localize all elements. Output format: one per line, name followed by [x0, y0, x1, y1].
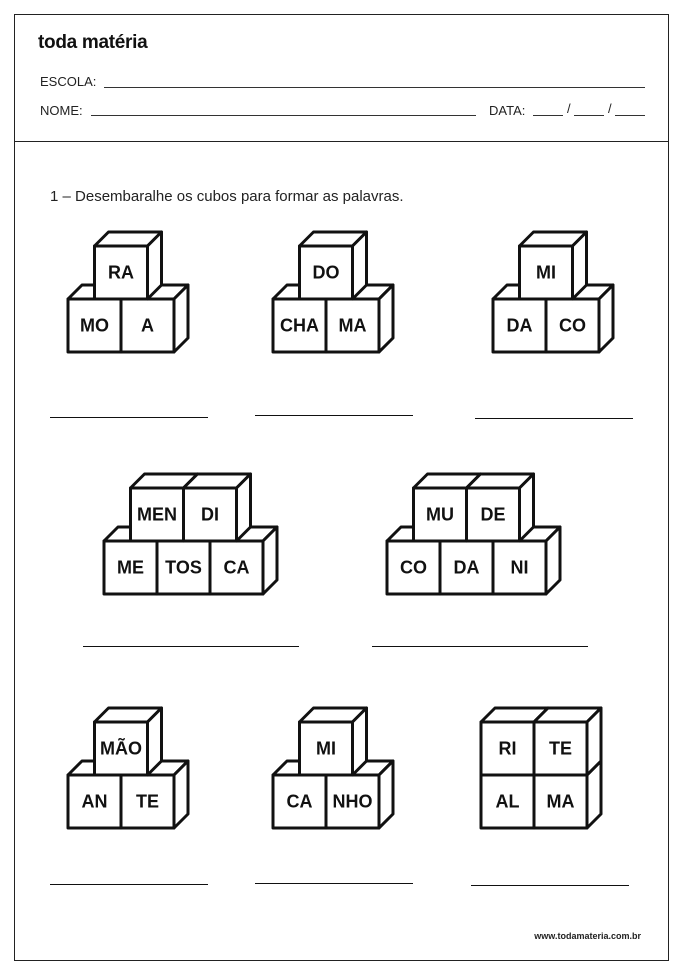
cube-syllable: MA — [547, 792, 575, 812]
answer-line-2[interactable] — [255, 415, 413, 416]
answer-line-8[interactable] — [471, 885, 629, 886]
answer-line-5[interactable] — [372, 646, 588, 647]
cube-group-4: ME TOS CA MEN DI — [102, 472, 279, 596]
cube-syllable: ME — [117, 558, 144, 578]
date-year-field[interactable] — [615, 115, 645, 116]
cube-syllable: DA — [454, 558, 480, 578]
cube: DO — [298, 230, 368, 301]
cube: MÃO — [93, 706, 163, 777]
instruction-text: 1 – Desembaralhe os cubos para formar as… — [50, 188, 404, 205]
cube-syllable: NI — [511, 558, 529, 578]
date-separator: / — [608, 101, 612, 116]
cube-group-5: CO DA NI MU DE — [385, 472, 562, 596]
cube-syllable: MA — [339, 316, 367, 336]
date-month-field[interactable] — [574, 115, 604, 116]
cube-syllable: RI — [499, 739, 517, 759]
cube-syllable: CO — [400, 558, 427, 578]
answer-line-7[interactable] — [255, 883, 413, 884]
answer-line-3[interactable] — [475, 418, 633, 419]
cube-group-3: DA CO MI — [491, 230, 615, 354]
date-separator: / — [567, 101, 571, 116]
cube-group-2: CHA MA DO — [271, 230, 395, 354]
cube-syllable: DO — [313, 263, 340, 283]
logo: toda matéria — [38, 32, 148, 53]
cube-group-8: AL MA RI TE — [479, 706, 603, 830]
school-field[interactable] — [104, 87, 645, 88]
cube-syllable: AL — [496, 792, 520, 812]
worksheet-border — [14, 14, 669, 961]
answer-line-1[interactable] — [50, 417, 208, 418]
cube-syllable: TE — [549, 739, 572, 759]
cube-syllable: A — [141, 316, 154, 336]
cube-syllable: CHA — [280, 316, 319, 336]
cube-syllable: DA — [507, 316, 533, 336]
cube-syllable: NHO — [333, 792, 373, 812]
cube-syllable: TOS — [165, 558, 202, 578]
cube: NHO — [324, 759, 395, 830]
cube-syllable: DI — [201, 505, 219, 525]
cube-group-6: AN TE MÃO — [66, 706, 190, 830]
date-label: DATA: — [489, 103, 526, 118]
cube: MI — [518, 230, 588, 301]
school-label: ESCOLA: — [40, 74, 97, 89]
cube-syllable: TE — [136, 792, 159, 812]
cube-syllable: CA — [224, 558, 250, 578]
cube: MA — [324, 283, 395, 354]
cube: DI — [182, 472, 252, 543]
cube-syllable: CO — [559, 316, 586, 336]
date-day-field[interactable] — [533, 115, 563, 116]
cube-syllable: MÃO — [100, 738, 142, 759]
cube: DE — [465, 472, 535, 543]
cube-syllable: DE — [480, 505, 505, 525]
cube-group-7: CA NHO MI — [271, 706, 395, 830]
cube: MI — [298, 706, 368, 777]
name-label: NOME: — [40, 103, 83, 118]
cube-syllable: MU — [426, 505, 454, 525]
cube-group-1: MO A RA — [66, 230, 190, 354]
name-field[interactable] — [91, 115, 476, 116]
cube: TE — [532, 706, 603, 777]
cube-syllable: MI — [536, 263, 556, 283]
cube-syllable: MEN — [137, 505, 177, 525]
answer-line-4[interactable] — [83, 646, 299, 647]
cube-syllable: RA — [108, 263, 134, 283]
cube-syllable: MI — [316, 739, 336, 759]
footer-url: www.todamateria.com.br — [534, 931, 641, 941]
cube: RA — [93, 230, 163, 301]
header-divider — [14, 141, 669, 142]
cube-syllable: MO — [80, 316, 109, 336]
cube-syllable: AN — [82, 792, 108, 812]
answer-line-6[interactable] — [50, 884, 208, 885]
cube-syllable: CA — [287, 792, 313, 812]
